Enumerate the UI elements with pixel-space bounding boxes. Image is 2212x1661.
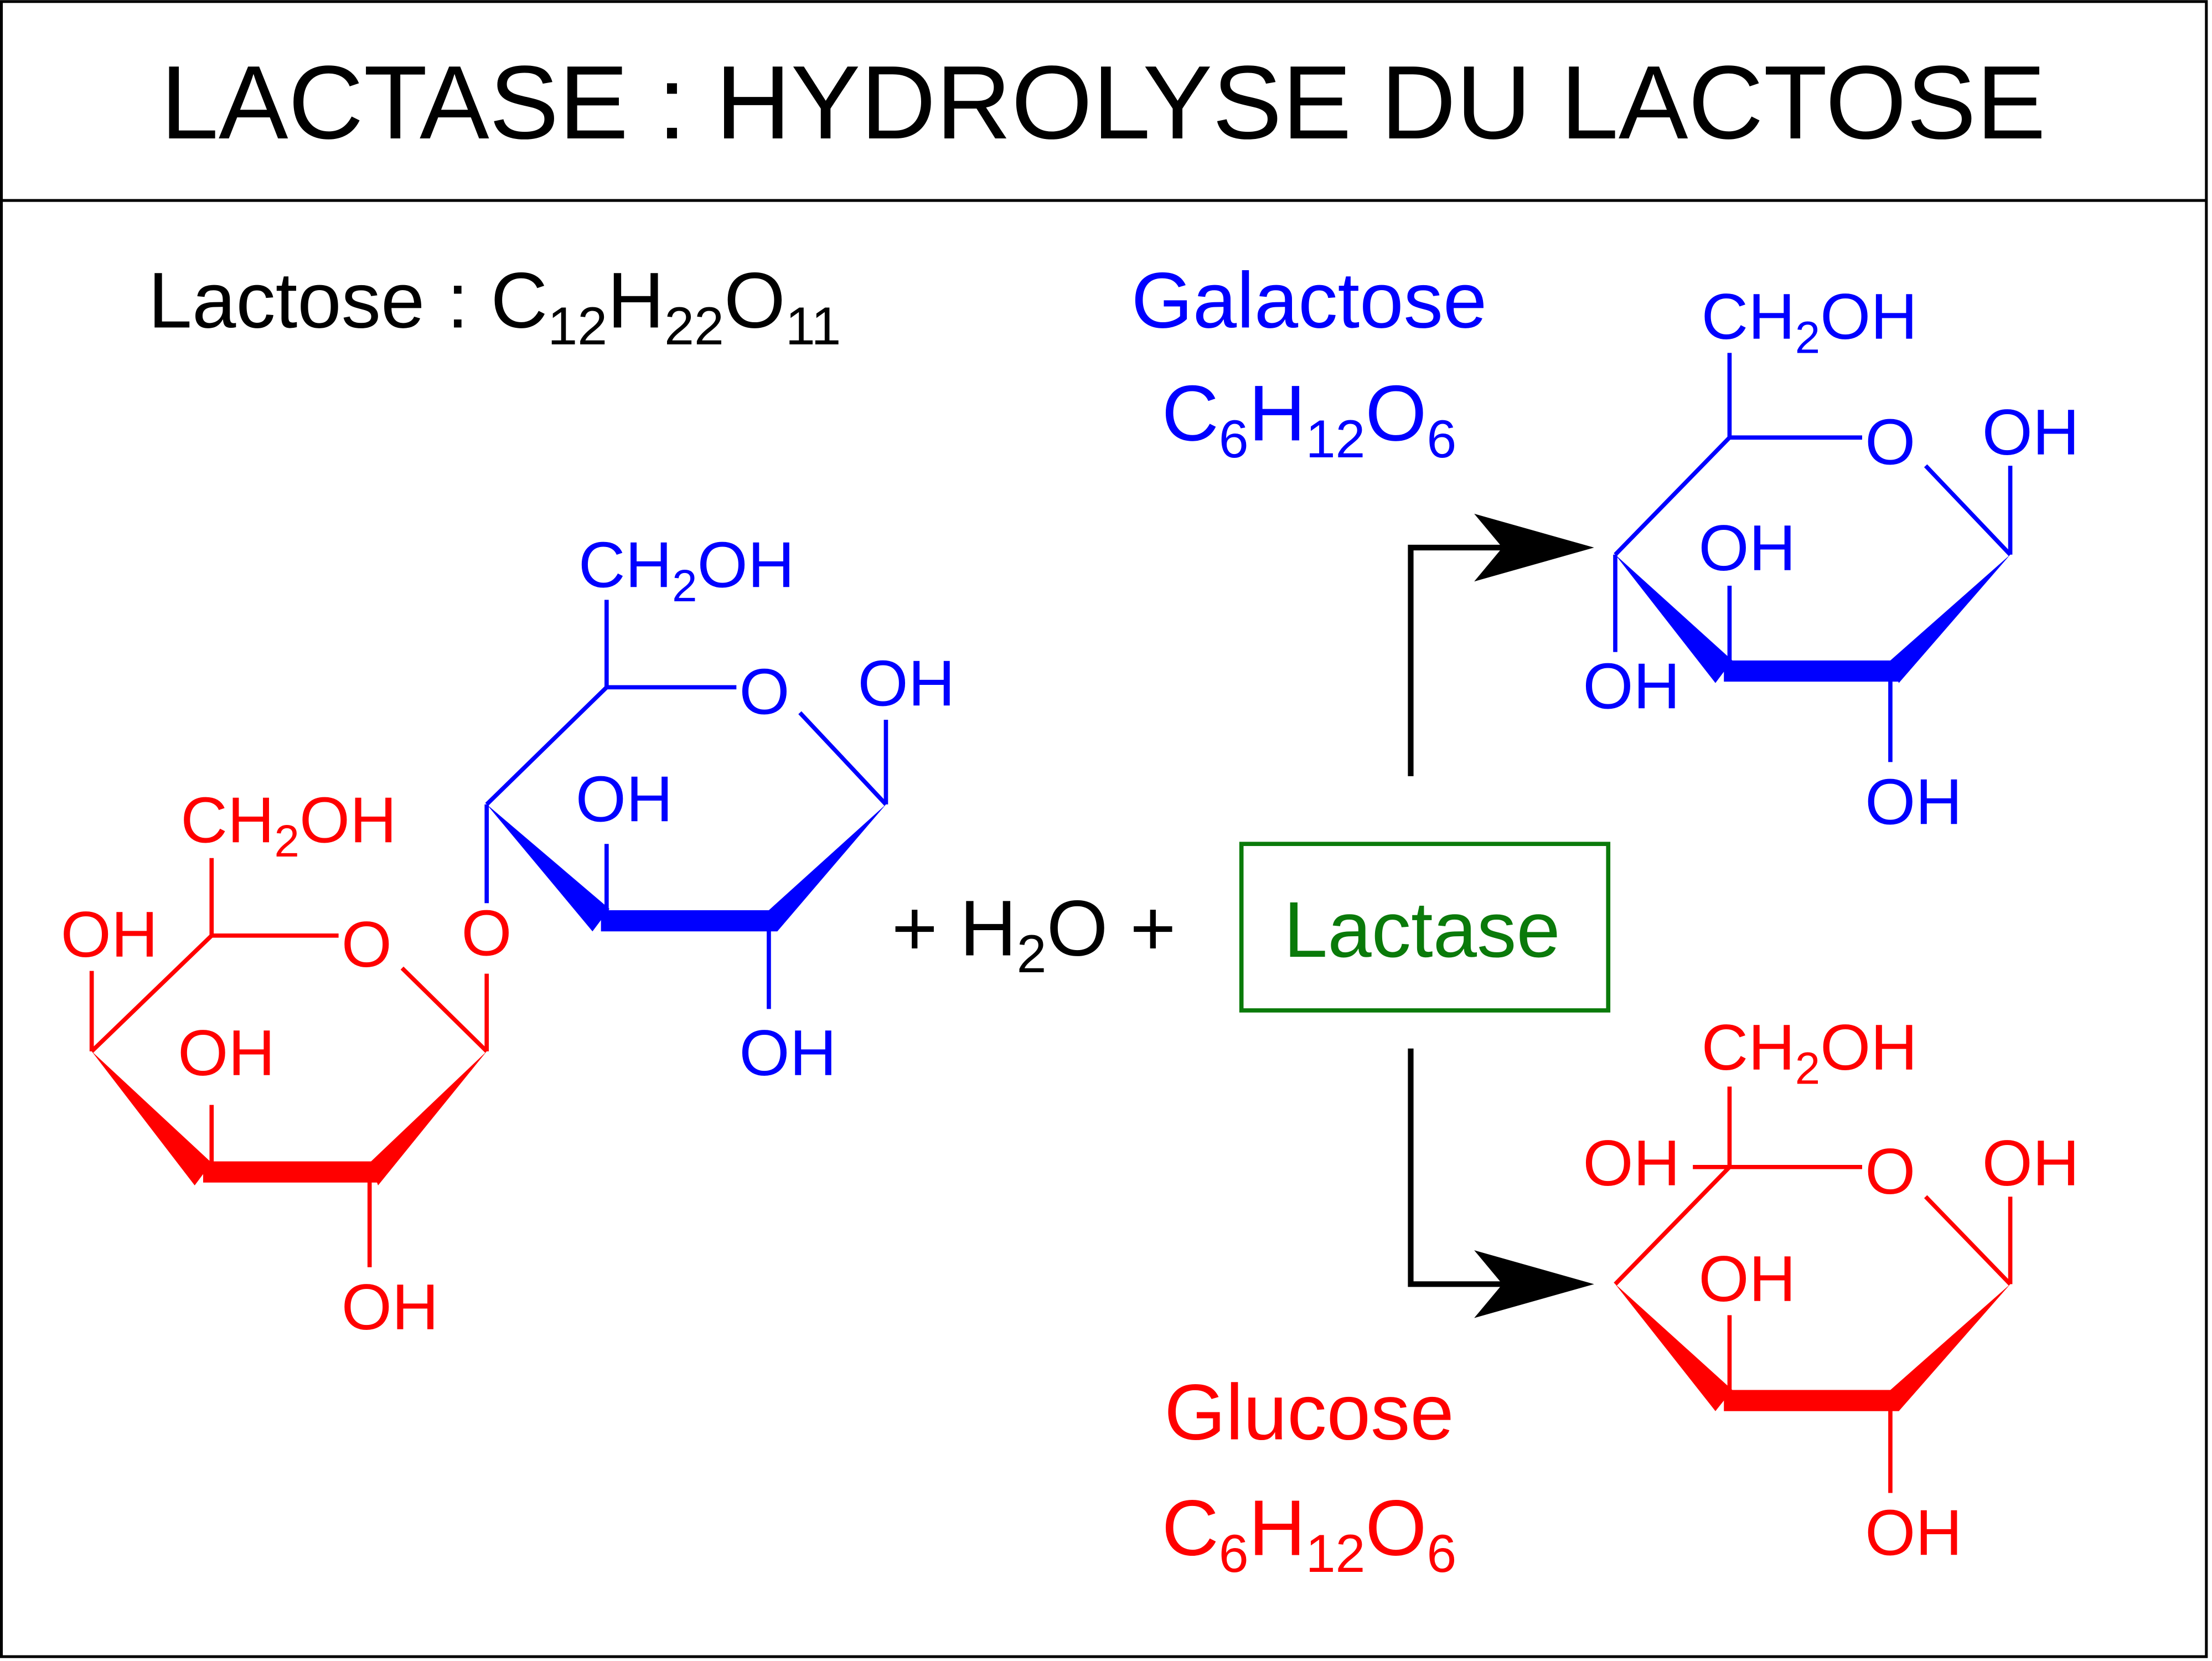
hydroxyl-group: OH [61,898,158,971]
formula-oxygen: O [1365,369,1427,457]
formula-carbon: C [490,256,547,344]
ch2oh-group: CH2OH [180,784,397,866]
hydroxyl-group: OH [739,1017,836,1089]
hydroxyl-group: OH [1583,1127,1680,1199]
hydroxyl-group: OH [1865,1497,1962,1569]
product-galactose-wedges [1615,554,2011,683]
hydroxyl-group: OH [342,1271,439,1343]
arrow-to-glucose-line [1408,1048,1503,1287]
ch2oh-part: CH [578,528,672,601]
ring-oxygen: O [739,656,789,728]
hydroxyl-group: OH [1865,766,1962,838]
formula-carbon-count: 6 [1219,409,1249,469]
formula-carbon: C [1162,369,1219,457]
water-hydrogen: H [960,885,1017,973]
formula-carbon: C [1162,1484,1219,1572]
ring-oxygen: O [1865,406,1915,478]
ch2oh-subscript: 2 [672,561,697,611]
formula-hydrogen: H [607,256,664,344]
ch2oh-part: CH [1701,280,1795,353]
glycosidic-oxygen: O [461,897,511,969]
product-galactose-structure [1613,353,2013,762]
arrow-to-galactose-line [1408,544,1503,776]
plus-sign: + [1108,885,1176,973]
arrow-to-galactose-head [1474,513,1594,582]
formula-hydrogen-count: 22 [664,296,724,356]
lactase-label: Lactase [1284,886,1560,974]
lactase-box [1239,842,1611,1013]
ch2oh-group: CH2OH [1701,1011,1918,1093]
plus-sign: + [892,885,960,973]
product-glucose-atoms: CH2OH O OH OH OH OH [1583,1011,2079,1569]
arrow-to-glucose-head [1474,1250,1594,1318]
lactose-galactose-atoms: CH2OH O OH OH OH [576,528,955,1089]
formula-oxygen: O [724,256,785,344]
ch2oh-part: OH [1820,280,1918,353]
lactose-glucose-atoms: CH2OH O O OH OH OH [61,784,512,1343]
lactose-formula: Lactose : C12H22O11 [148,256,841,356]
galactose-formula: C6H12O6 [1162,369,1457,469]
ch2oh-part: CH [1701,1011,1795,1084]
ch2oh-part: OH [1820,1011,1918,1084]
ch2oh-group: CH2OH [1701,280,1918,363]
formula-hydrogen-count: 12 [1306,409,1366,469]
formula-oxygen-count: 6 [1427,409,1456,469]
lactose-separator: : [425,256,490,344]
formula-carbon-count: 12 [547,296,607,356]
ring-oxygen: O [342,908,392,981]
water-hydrogen-count: 2 [1017,924,1047,984]
ch2oh-group: CH2OH [578,528,795,611]
water-oxygen: O [1047,885,1108,973]
formula-oxygen: O [1365,1484,1427,1572]
lactose-galactose-wedges [487,804,886,932]
lactose-glucose-wedges [91,1051,487,1185]
reaction-water: + H2O + [892,885,1176,984]
hydroxyl-group: OH [1583,650,1680,723]
hydroxyl-group: OH [178,1017,275,1089]
ch2oh-subscript: 2 [1795,1043,1820,1093]
hydroxyl-group: OH [1982,1127,2080,1199]
ring-oxygen: O [1865,1135,1915,1208]
formula-hydrogen: H [1249,1484,1306,1572]
hydroxyl-group: OH [1698,1242,1796,1315]
formula-oxygen-count: 11 [785,296,841,356]
hydroxyl-group: OH [857,647,955,719]
product-galactose-atoms: CH2OH O OH OH OH OH [1583,280,2079,838]
hydroxyl-group: OH [576,762,673,835]
ch2oh-subscript: 2 [275,816,299,866]
page-title: LACTASE : HYDROLYSE DU LACTOSE [161,44,2046,161]
product-glucose-wedges [1615,1284,2011,1411]
product-glucose-structure [1614,1086,2013,1493]
ch2oh-part: OH [299,784,397,857]
lactose-name: Lactose [148,256,425,344]
hydroxyl-group: OH [1982,396,2080,468]
formula-carbon-count: 6 [1219,1523,1249,1583]
glucose-label: Glucose [1164,1369,1454,1457]
formula-oxygen-count: 6 [1427,1523,1456,1583]
galactose-label: Galactose [1131,256,1487,344]
formula-hydrogen: H [1249,369,1306,457]
hydroxyl-group: OH [1698,512,1796,584]
ch2oh-subscript: 2 [1795,312,1820,363]
ch2oh-part: OH [697,528,795,601]
formula-hydrogen-count: 12 [1306,1523,1366,1583]
glucose-formula: C6H12O6 [1162,1484,1457,1584]
lactose-glucose-unit [89,858,489,1267]
ch2oh-part: CH [180,784,274,857]
